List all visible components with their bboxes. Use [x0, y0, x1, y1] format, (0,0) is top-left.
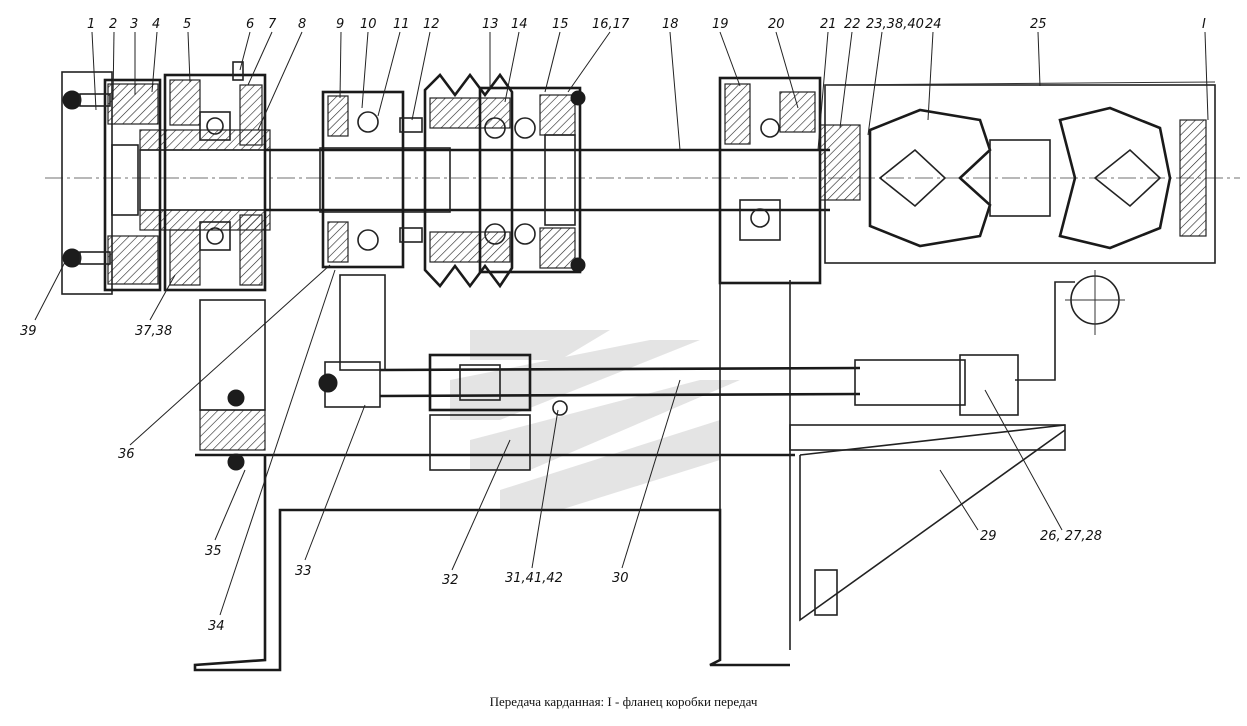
callout-6: 6: [246, 17, 254, 32]
callout-10: 10: [360, 17, 377, 32]
callout-20: 20: [768, 17, 785, 32]
callout-36: 36: [118, 447, 135, 462]
callout-32: 32: [442, 573, 459, 588]
callout-37-38: 37,38: [135, 324, 172, 339]
callout-3: 3: [130, 17, 138, 32]
bearing-block-9-12: [321, 90, 423, 269]
callout-2: 2: [109, 17, 117, 32]
callout-26-27-28: 26, 27,28: [1040, 529, 1102, 544]
callout-14: 14: [511, 17, 528, 32]
main-shaft: [265, 147, 830, 213]
callout-11: 11: [393, 17, 410, 32]
callout-34: 34: [208, 619, 225, 634]
callout-33: 33: [295, 564, 312, 579]
callout-35: 35: [205, 544, 222, 559]
callout-39: 39: [20, 324, 37, 339]
callout-18: 18: [662, 17, 679, 32]
tension-rod: [318, 270, 1125, 471]
callout-21: 21: [820, 17, 837, 32]
callout-23-38-40: 23,38,40: [866, 17, 924, 32]
bearing-housing-right: [718, 76, 822, 285]
callout-I: I: [1202, 17, 1206, 32]
callout-15: 15: [552, 17, 569, 32]
callout-4: 4: [152, 17, 160, 32]
watermark-logo: [450, 330, 740, 510]
cardan-shaft: [819, 81, 1216, 264]
callout-24: 24: [925, 17, 942, 32]
callout-labels: 1 2 3 4 5 6 7 8 9 10 11 12 13 14 15 16,1…: [20, 17, 1206, 634]
figure-caption: Передача карданная: I - фланец коробки п…: [489, 694, 758, 709]
callout-13: 13: [482, 17, 499, 32]
callout-8: 8: [298, 17, 306, 32]
bearing-housing-left: [163, 61, 267, 292]
callout-12: 12: [423, 17, 440, 32]
callout-16-17: 16,17: [592, 17, 630, 32]
cardan-drive-drawing: 1 2 3 4 5 6 7 8 9 10 11 12 13 14 15 16,1…: [20, 17, 1240, 672]
callout-1: 1: [87, 17, 95, 32]
callout-9: 9: [336, 17, 344, 32]
support-frame: [193, 280, 1066, 672]
callout-29: 29: [980, 529, 997, 544]
callout-30: 30: [612, 571, 629, 586]
leader-lines: [34, 31, 1209, 616]
bearing-block-15-17: [478, 86, 586, 274]
callout-25: 25: [1030, 17, 1047, 32]
callout-31-41-42: 31,41,42: [505, 571, 563, 586]
callout-22: 22: [844, 17, 861, 32]
callout-19: 19: [712, 17, 729, 32]
v-belt-pulley: [423, 72, 514, 289]
callout-5: 5: [183, 17, 191, 32]
callout-7: 7: [268, 17, 277, 32]
